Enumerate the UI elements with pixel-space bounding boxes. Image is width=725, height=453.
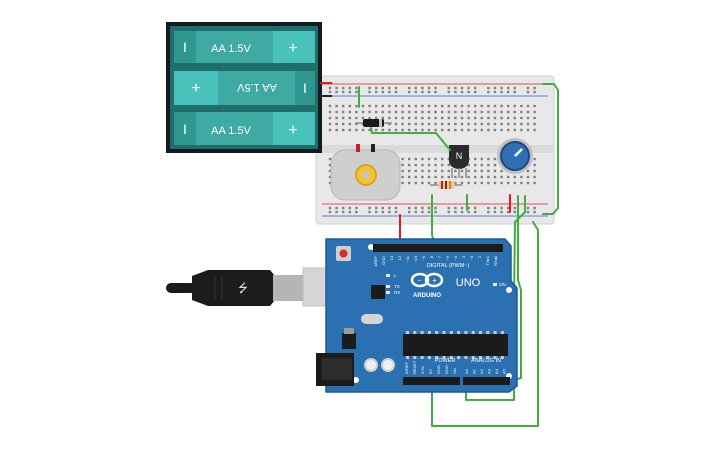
mount-hole	[506, 287, 512, 293]
battery-cell-3: I AA 1.5V +	[174, 112, 315, 145]
voltage-regulator	[342, 333, 356, 349]
diode[interactable]	[355, 119, 392, 127]
svg-text:TX: TX	[394, 284, 400, 289]
digital-pin-label: ~6	[445, 255, 450, 260]
digital-pin-label: AREF	[373, 255, 378, 266]
cell-plus-symbol: +	[288, 122, 297, 139]
arduino-brand-text: ARDUINO	[413, 293, 441, 299]
power-header-label: POWER	[435, 358, 456, 364]
potentiometer[interactable]	[497, 138, 533, 174]
svg-text:ON: ON	[499, 282, 506, 287]
svg-text:RX: RX	[394, 290, 400, 295]
power-pin-label: 3.3V	[420, 365, 425, 374]
digital-pin-label: 7	[437, 255, 442, 258]
power-header[interactable]	[403, 377, 460, 385]
digital-pin-label: RX◂0	[493, 255, 498, 266]
resistor[interactable]	[430, 181, 462, 189]
analog-pin-label: A5	[502, 368, 507, 374]
digital-pin-label: ~3	[469, 255, 474, 260]
digital-pin-label: 13	[389, 255, 394, 260]
digital-pin-label: 2	[477, 255, 482, 258]
cell-plus-symbol: +	[191, 80, 200, 97]
mount-hole	[353, 377, 359, 383]
analog-header-label: ANALOG IN	[471, 358, 501, 364]
digital-header-label: DIGITAL (PWM~)	[427, 263, 470, 269]
capacitors	[364, 358, 395, 372]
usb-symbol-icon: ⭍	[238, 281, 248, 295]
atmega-chip	[403, 331, 508, 359]
digital-pin-label: ~9	[421, 255, 426, 260]
digital-pin-label: ~10	[413, 255, 418, 263]
reset-button[interactable]	[336, 246, 351, 261]
analog-pin-label: A4	[494, 368, 499, 374]
digital-pin-label: TX▸1	[485, 255, 490, 265]
svg-text:−: −	[417, 278, 421, 285]
digital-pin-label: 8	[429, 255, 434, 258]
cell-minus-symbol: I	[183, 39, 187, 55]
digital-pin-label: GND	[381, 256, 386, 265]
cell-minus-symbol: I	[183, 121, 187, 137]
cell-label: AA 1.5V	[211, 43, 251, 55]
cell-label: AA 1.5V	[211, 125, 251, 137]
analog-pin-label: A1	[472, 368, 477, 374]
analog-pin-label: A0	[464, 368, 469, 374]
transistor-label: N	[456, 151, 463, 161]
power-pin-label: GND	[444, 365, 449, 374]
battery-cell-2: + AA 1.5V I	[174, 71, 315, 105]
digital-header[interactable]	[373, 244, 503, 252]
power-pin-label: 5V	[428, 369, 433, 374]
svg-text:L: L	[394, 273, 397, 278]
dc-motor[interactable]	[330, 144, 401, 201]
digital-pin-label: ~5	[453, 255, 458, 260]
usb-cable[interactable]: ⭍	[166, 267, 354, 307]
arduino-model-text: UNO	[456, 277, 481, 289]
status-leds: TX RX L ON	[386, 273, 506, 295]
cell-plus-symbol: +	[288, 40, 297, 57]
analog-pin-label: A2	[479, 368, 484, 374]
usb-chip	[371, 285, 385, 299]
cell-minus-symbol: I	[303, 80, 307, 96]
analog-header[interactable]	[463, 377, 510, 385]
cell-label: AA 1.5V	[236, 81, 276, 93]
npn-transistor[interactable]: N	[449, 145, 469, 178]
crystal	[361, 314, 383, 324]
digital-pin-label: 4	[461, 255, 466, 258]
battery-pack[interactable]: I AA 1.5V + + AA 1.5V I I AA 1.5V +	[166, 22, 332, 153]
power-pin-label: IOREF	[404, 361, 409, 374]
mount-hole	[368, 244, 374, 250]
analog-pin-label: A3	[487, 368, 492, 374]
digital-pin-label: 12	[397, 255, 402, 260]
digital-pin-label: ~11	[405, 255, 410, 262]
power-pin-label: Vin	[452, 368, 457, 374]
battery-cell-1: I AA 1.5V +	[174, 31, 315, 63]
power-pin-label: RESET	[412, 360, 417, 374]
svg-text:+: +	[432, 276, 437, 285]
power-pin-label: GND	[436, 365, 441, 374]
arduino-logo: − + ARDUINO	[410, 272, 444, 299]
